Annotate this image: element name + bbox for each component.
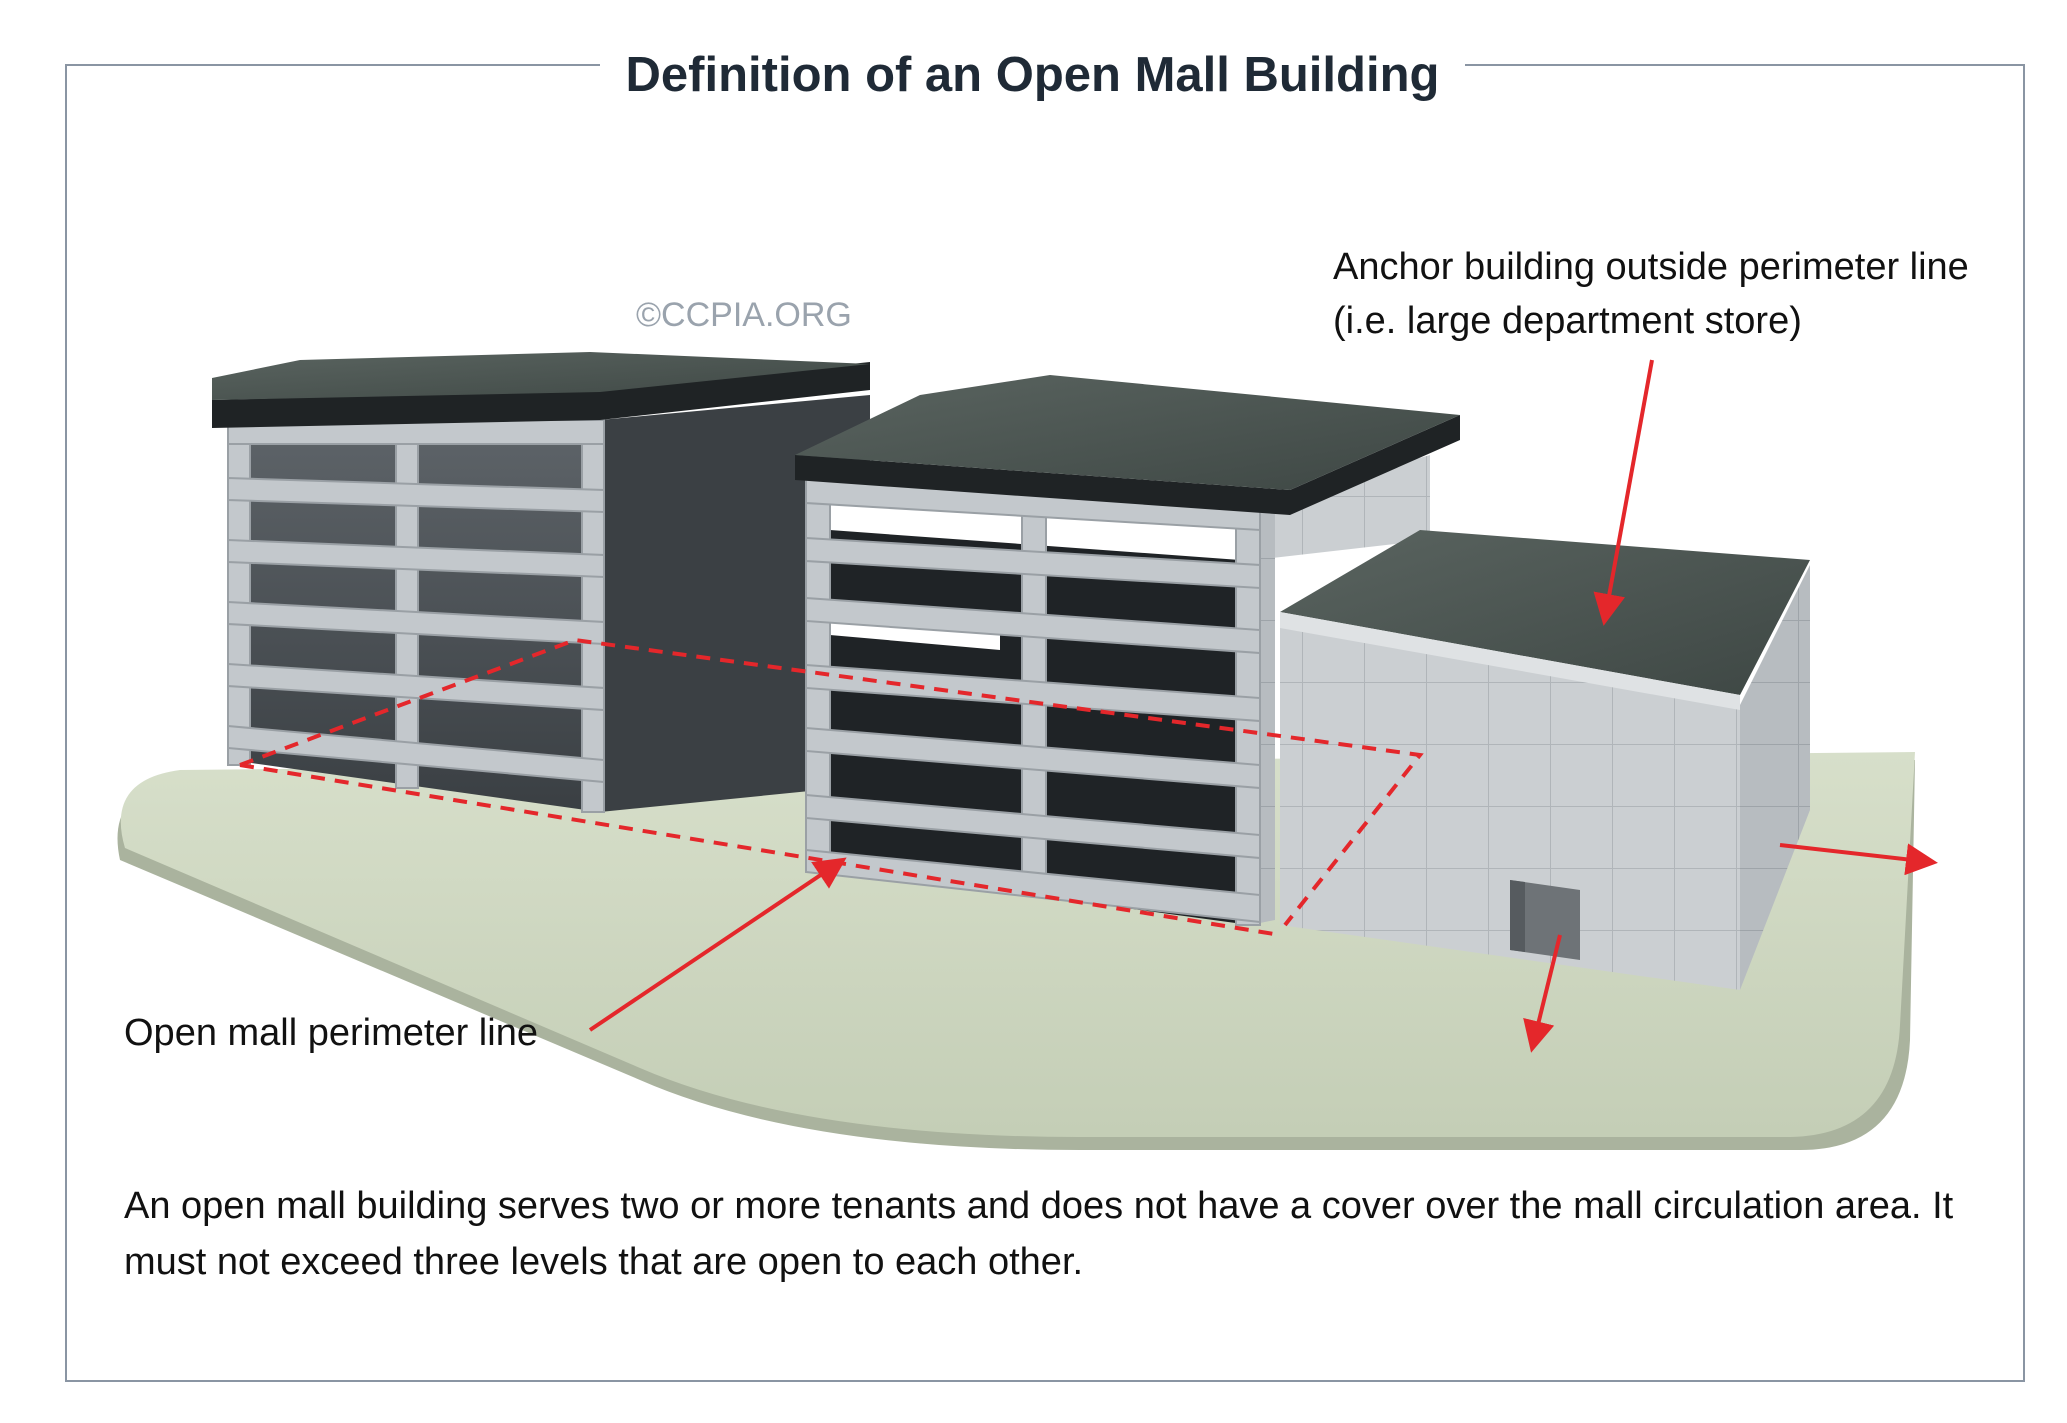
exit-arrow-front [1523,934,1562,1053]
perimeter-label: Open mall perimeter line [124,1012,538,1054]
anchor-label-line1: Anchor building outside perimeter line [1333,246,1969,288]
open-mall-perimeter-line [239,637,1424,937]
middle-tenant-building [795,375,1460,926]
anchor-building [1280,530,1810,990]
watermark: ©CCPIA.ORG [636,296,852,334]
caption: An open mall building serves two or more… [124,1185,1954,1283]
left-tenant-building [212,352,870,813]
exit-arrow-side [1779,843,1938,876]
diagram-title: Definition of an Open Mall Building [600,40,1465,110]
anchor-label-line2: (i.e. large department store) [1333,300,1802,342]
anchor-label-arrow [1593,359,1654,626]
perimeter-label-arrow [588,857,847,1032]
